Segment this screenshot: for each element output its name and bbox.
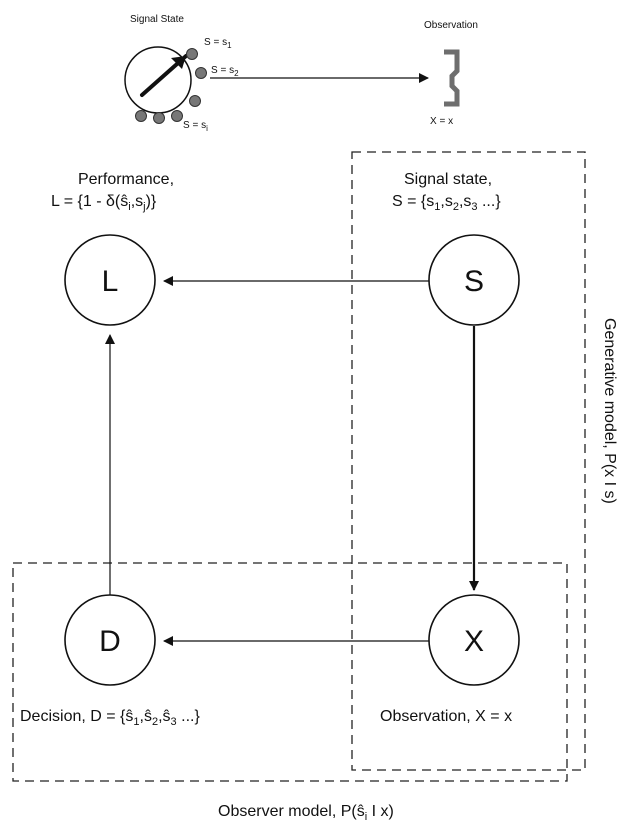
state-dots — [135, 48, 207, 124]
node-s-label: S — [464, 265, 484, 298]
state-dot — [195, 67, 207, 79]
signal-state-label: Signal state, — [404, 171, 492, 188]
state-dot — [189, 95, 201, 107]
signal-state-formula: S = {s1,s2,s3 ...} — [392, 193, 501, 213]
observation-label: Observation, X = x — [380, 708, 512, 725]
observation-title: Observation — [424, 20, 478, 31]
state-dot — [135, 110, 147, 122]
state-label-1: S = s1 — [204, 37, 232, 50]
node-s-circle — [428, 234, 520, 326]
node-l-label: L — [102, 265, 119, 298]
node-d-label: D — [99, 625, 121, 658]
dial-pointer-head — [171, 56, 186, 69]
signal-state-inset: Signal State S = s1 S = s2 S = si Observ… — [124, 14, 478, 133]
node-d: D — [64, 594, 156, 686]
decision-label: Decision, D = {ŝ1,ŝ2,ŝ3 ...} — [20, 708, 200, 728]
state-dot — [153, 112, 165, 124]
node-l-circle — [64, 234, 156, 326]
observer-model-box — [12, 562, 568, 782]
observation-value: X = x — [430, 116, 453, 127]
node-s: S — [428, 234, 520, 326]
observation-bracket-icon — [444, 49, 460, 107]
observer-model-label: Observer model, P(ŝi I x) — [218, 803, 394, 823]
inset-title: Signal State — [130, 14, 184, 25]
node-x: X — [428, 594, 520, 686]
state-dot — [171, 110, 183, 122]
node-x-label: X — [464, 625, 484, 658]
node-x-circle — [428, 594, 520, 686]
generative-model-box — [351, 151, 586, 771]
state-label-2: S = s2 — [211, 65, 239, 78]
performance-formula: L = {1 - δ(ŝi,sj)} — [51, 193, 157, 213]
performance-label: Performance, — [78, 171, 174, 188]
node-d-circle — [64, 594, 156, 686]
node-l: L — [64, 234, 156, 326]
state-dot — [186, 48, 198, 60]
generative-model-label: Generative model, P(x I s) — [601, 318, 618, 504]
state-label-i: S = si — [183, 120, 208, 133]
